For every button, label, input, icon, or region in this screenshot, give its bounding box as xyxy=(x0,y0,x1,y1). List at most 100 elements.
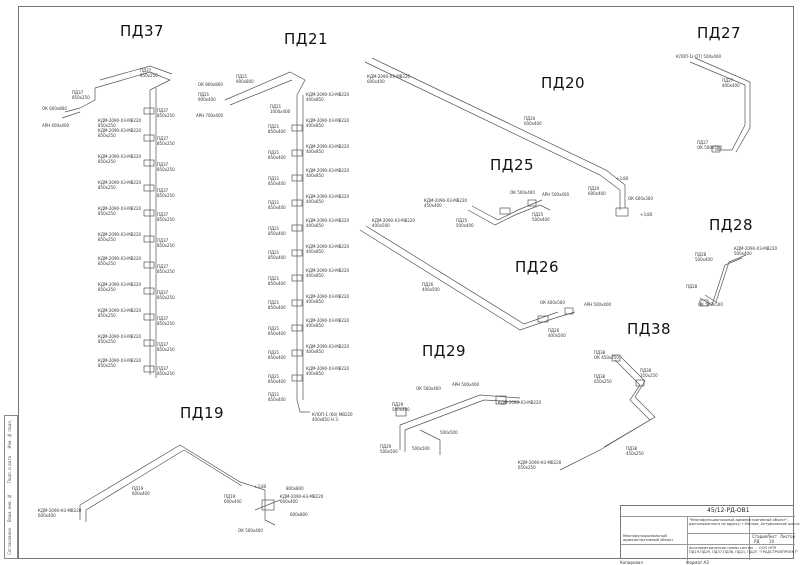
title-pd26: ПД26 xyxy=(515,258,560,276)
label-pd21-kdm: КДМ-2090-Х3-МВ220 400х850 xyxy=(306,92,350,102)
label-pd21-kdm-5: КДМ-2090-Х3-МВ220 400х850 xyxy=(306,194,350,204)
title-block-project: "Многофункциональный административный об… xyxy=(689,518,800,526)
label-pd20-b: ПД20 600х400 xyxy=(588,186,606,196)
label-pd19-a: ПД19 600х400 xyxy=(132,486,150,496)
label-pd27-a: ПД27 400х400 xyxy=(722,78,740,88)
title-pd28: ПД28 xyxy=(709,216,754,234)
label-pd37-item-2: ПД37 850х250 xyxy=(157,136,175,146)
label-pd21-item-3: ПД21 850х400 xyxy=(268,176,286,186)
label-pd29-arn: АРН 500х400 xyxy=(452,382,480,387)
label-pd37-arn: АРН 400х400 xyxy=(42,123,70,128)
label-pd37-item-6: ПД37 850х250 xyxy=(157,238,175,248)
label-pd21-kdm-2: КДМ-2090-Х3-МВ220 400х850 xyxy=(306,118,350,128)
label-pd28-ok: ОК 500х500 xyxy=(698,302,723,307)
pd28-duct xyxy=(699,254,747,307)
label-pd26-ok: ОК 400х500 xyxy=(540,300,565,305)
label-pd26-b: ПД26 400х500 xyxy=(548,328,566,338)
label-pd37-item-4: ПД37 850х250 xyxy=(157,188,175,198)
label-pd37-kdm-4: КДМ-2090-Х3-МВ220 850х250 xyxy=(98,180,142,190)
label-pd19-kdm2: КДМ-2090-Н3-МВ220 600х400 xyxy=(280,494,324,504)
label-pd21-kdm-12: КДМ-2090-Х3-МВ220 400х850 xyxy=(306,366,350,376)
label-pd29-c-2: 500х500 xyxy=(440,430,458,435)
label-pd28-kdm: КДМ-2090-Х3-МВ220 500х400 xyxy=(734,246,778,256)
label-pd37-top: ПД37 850х250 xyxy=(140,68,158,78)
title-block: 45/12-РД-ОВ1 "Многофункциональный админи… xyxy=(620,505,800,560)
pd27-duct xyxy=(689,57,751,153)
label-pd19-elev: +3,80 xyxy=(254,484,267,489)
label-pd27-klop: КЛОП-1(-ОТ) 500х400 xyxy=(676,54,722,59)
pd26-duct xyxy=(359,225,576,331)
pd29-duct xyxy=(395,394,521,455)
title-block-drawing: Аксонометрические схемы систем ПД19-ПД29… xyxy=(689,546,758,554)
copy-label: Копировал xyxy=(620,560,643,565)
pd37-riser xyxy=(61,65,173,378)
label-pd37-item-10: ПД37 850х250 xyxy=(157,342,175,352)
label-pd20-ok: ОК 600х300 xyxy=(628,196,653,201)
format-label: Формат А3 xyxy=(686,560,709,565)
label-pd29-c: 500х500 xyxy=(412,446,430,451)
title-pd19: ПД19 xyxy=(180,404,225,422)
label-pd21-item-11: ПД21 850х400 xyxy=(268,374,286,384)
label-pd21-item-10: ПД21 850х400 xyxy=(268,350,286,360)
sheet-frame xyxy=(18,6,794,559)
label-pd21-a: ПД21 900х800 xyxy=(236,74,254,84)
label-pd29-kdm: КДМ-2090-Х3-МВ220 xyxy=(498,400,542,405)
label-pd21-item: ПД21 850х400 xyxy=(268,124,286,134)
sheet-header: Лист xyxy=(767,534,778,539)
label-pd20-elev: +3,80 xyxy=(616,176,629,181)
pd19-duct xyxy=(79,444,281,526)
label-pd37-ok: ОК 600х800 xyxy=(42,106,67,111)
label-pd28-a: ПД28 500х400 xyxy=(695,252,713,262)
label-pd21-kdm-11: КДМ-2090-Х3-МВ220 400х850 xyxy=(306,344,350,354)
pd21-riser xyxy=(224,71,310,413)
label-pd21-item-6: ПД21 850х400 xyxy=(268,250,286,260)
label-pd37-kdm: КДМ-2090-Х3-МВ220 850х250 xyxy=(98,118,142,128)
title-block-code: 45/12-РД-ОВ1 xyxy=(707,507,750,514)
label-pd37-kdm-9: КДМ-2090-Х3-МВ220 850х250 xyxy=(98,308,142,318)
label-pd25-arn: АРН 500х400 xyxy=(542,192,570,197)
label-pd37-item-7: ПД37 850х250 xyxy=(157,264,175,274)
label-pd29-b: ПД29 500х500 xyxy=(380,444,398,454)
label-pd25-b: ПД25 500х400 xyxy=(532,212,550,222)
label-pd21-kdm-6: КДМ-2090-Х3-МВ220 400х850 xyxy=(306,218,350,228)
label-pd25-ok: ОК 500х400 xyxy=(510,190,535,195)
label-pd21-item-5: ПД21 850х400 xyxy=(268,226,286,236)
label-pd19-kdm: КДМ-2090-Н3-МВ220 600х400 xyxy=(38,508,82,518)
title-pd21: ПД21 xyxy=(284,30,329,48)
label-pd37-kdm-11: КДМ-2090-Х3-МВ220 850х250 xyxy=(98,358,142,368)
label-pd37-kdm-10: КДМ-2090-Х3-МВ220 850х250 xyxy=(98,334,142,344)
label-pd37-item-9: ПД37 850х250 xyxy=(157,316,175,326)
label-pd21-kdm-10: КДМ-2090-Х3-МВ220 400х850 xyxy=(306,318,350,328)
left-stamp-strip: Инв. № подл. Подп. и дата Взам. инв. № С… xyxy=(4,415,18,559)
label-pd37-item-5: ПД37 850х250 xyxy=(157,212,175,222)
label-pd26-a: ПД26 400х500 xyxy=(422,282,440,292)
label-pd21-arn: АРН 700х400 xyxy=(196,113,224,118)
label-pd25-kdm: КДМ-2090-Х3-МВ220 450х400 xyxy=(424,198,468,208)
stage-value: РД xyxy=(754,539,760,544)
label-pd27-ok: ПД27 ОК 500х500 xyxy=(697,140,722,150)
label-pd37-item: ПД37 850х250 xyxy=(157,108,175,118)
label-pd21-kdm-4: КДМ-2090-Х3-МВ220 400х850 xyxy=(306,168,350,178)
label-pd37-item-3: ПД37 850х250 xyxy=(157,162,175,172)
label-pd38-kdm: КДМ-2090-Н3-МВ220 650х250 xyxy=(518,460,562,470)
label-pd19-c: 800х800 xyxy=(286,486,304,491)
label-pd20-elev-2: +3,80 xyxy=(640,212,653,217)
title-pd25: ПД25 xyxy=(490,156,535,174)
label-pd38-a: ПД38 650х250 xyxy=(594,374,612,384)
label-pd19-d: 600х800 xyxy=(290,512,308,517)
label-pd38-c: ПД38 450х250 xyxy=(626,446,644,456)
title-pd20: ПД20 xyxy=(541,74,586,92)
label-pd37-kdm-2: КДМ-2090-Х3-МВ220 850х250 xyxy=(98,128,142,138)
pd38-duct xyxy=(559,354,656,471)
pd20-duct xyxy=(364,57,629,217)
title-pd38: ПД38 xyxy=(627,320,672,338)
label-pd21-kdm-7: КДМ-2090-Х3-МВ220 400х850 xyxy=(306,244,350,254)
label-pd38-ok: ПД38 ОК 450х250 xyxy=(594,350,619,360)
label-pd37-item-11: ПД37 850х250 xyxy=(157,366,175,376)
label-pd21-b: ПД21 900х400 xyxy=(198,92,216,102)
label-pd19-ok: ОК 500х400 xyxy=(238,528,263,533)
title-block-object: Многофункциональный административный объ… xyxy=(623,534,674,542)
label-pd21-c: ПД21 1000х400 xyxy=(270,104,291,114)
stage-header: Стадия xyxy=(752,534,768,539)
